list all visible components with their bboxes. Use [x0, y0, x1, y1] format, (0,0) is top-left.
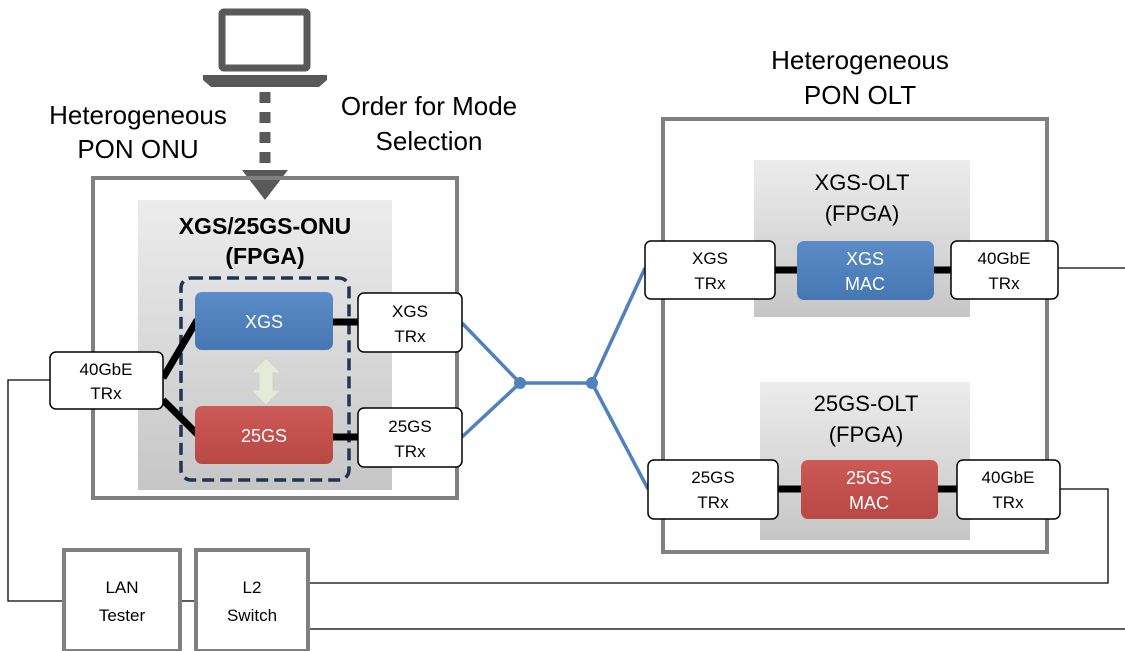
gs25-mac-line2: MAC [849, 493, 889, 513]
dashed-down-arrow-icon [242, 92, 288, 200]
splitter-node [586, 377, 598, 389]
xgs-mac-line2: MAC [845, 274, 885, 294]
onu-fpga-title-line2: (FPGA) [225, 243, 304, 269]
lan-tester-line1: LAN [105, 578, 138, 597]
gs25-olt-eth-line2: TRx [992, 493, 1024, 512]
xgs-olt-title-line2: (FPGA) [825, 201, 900, 226]
onu-xgs-trx-line2: TRx [394, 327, 426, 346]
lan-tester-box [62, 548, 182, 651]
onu-heading-line2: PON ONU [77, 134, 198, 164]
onu-xgs-trx-box [357, 292, 463, 353]
xgs-olt-trx-box [644, 240, 776, 300]
olt-heading-line2: PON OLT [804, 80, 916, 110]
gs25-olt-trx-line1: 25GS [691, 468, 734, 487]
gs25-olt-trx-box [647, 459, 779, 520]
onu-eth-trx-box [49, 351, 164, 410]
gs25-olt-eth-line1: 40GbE [982, 468, 1035, 487]
onu-eth-to-lan-tester-line [7, 379, 64, 602]
l2-switch-box [194, 548, 310, 651]
l2-switch-line2: Switch [227, 606, 277, 625]
xgs-mac-block [797, 241, 934, 300]
olt-internal-links [775, 266, 957, 493]
test-wiring [7, 267, 1125, 630]
xgs-olt-trx-line1: XGS [692, 249, 728, 268]
xgs-olt-trx-line2: TRx [694, 274, 726, 293]
gs25-mac-line1: 25GS [846, 468, 892, 488]
double-arrow-icon [249, 357, 283, 406]
onu-25gs-trx-box [357, 407, 463, 468]
gs25-block-label: 25GS [241, 426, 287, 446]
l2-switch-line1: L2 [243, 578, 262, 597]
onu-25gs-trx-line1: 25GS [388, 417, 431, 436]
xgs-olt-eth-line2: TRx [988, 274, 1020, 293]
lan-tester-line2: Tester [99, 606, 146, 625]
onu-25gs-trx-line2: TRx [394, 442, 426, 461]
laptop-icon [203, 8, 327, 87]
onu-eth-trx-line1: 40GbE [80, 360, 133, 379]
xgs-olt-eth-line1: 40GbE [978, 249, 1031, 268]
optical-splitter-network [460, 267, 650, 490]
gs25-block [195, 406, 333, 464]
gs25-mac-block [801, 460, 938, 519]
xgs-block-label: XGS [245, 312, 283, 332]
olt-frame [661, 117, 1049, 554]
xgs-mac-line1: XGS [846, 249, 884, 269]
order-label-line2: Selection [376, 126, 483, 156]
mode-selection-dashed-box [179, 276, 351, 482]
gs25-olt-eth-trx-box [956, 459, 1061, 520]
onu-heading-line1: Heterogeneous [49, 100, 227, 130]
xgs-olt-title-line1: XGS-OLT [815, 170, 910, 195]
gs25-olt-title-line1: 25GS-OLT [814, 391, 919, 416]
gs25-olt-title-line2: (FPGA) [829, 422, 904, 447]
onu-fpga-title-line1: XGS/25GS-ONU [179, 213, 352, 239]
onu-xgs-trx-line1: XGS [392, 302, 428, 321]
splitter-node [514, 377, 526, 389]
xgs-olt-eth-trx-box [950, 240, 1059, 300]
switch-to-25gs-olt-line [308, 488, 1109, 584]
onu-eth-trx-line2: TRx [90, 384, 122, 403]
xgs-block [195, 292, 333, 350]
olt-heading-line1: Heterogeneous [771, 45, 949, 75]
gs25-olt-trx-line2: TRx [697, 493, 729, 512]
order-label-line1: Order for Mode [341, 91, 517, 121]
